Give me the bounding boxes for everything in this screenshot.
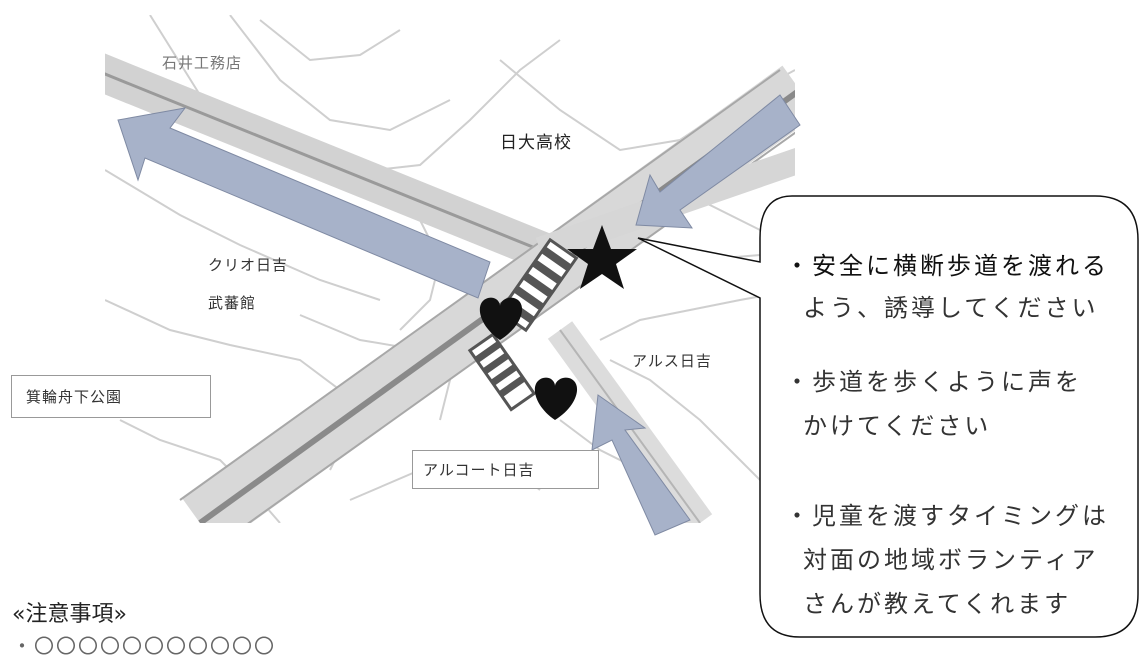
label-arukoto-hiyoshi: アルコート日吉 xyxy=(412,450,599,489)
callout-balloon xyxy=(637,195,1139,638)
crosswalk-lower-icon xyxy=(467,332,537,412)
note-3-line-2: 対面の地域ボランティア xyxy=(803,546,1099,574)
road-northwest-edge xyxy=(105,72,561,260)
direction-arrows xyxy=(117,94,801,536)
label-minowa-park: 箕輪舟下公園 xyxy=(11,375,211,418)
arrow-southwest-icon xyxy=(635,94,801,229)
arrow-northwest-icon xyxy=(117,107,491,299)
heart-icon xyxy=(534,377,578,420)
note-1-line-1: ・安全に横断歩道を渡れる xyxy=(785,252,1109,280)
note-3-line-3: さんが教えてくれます xyxy=(803,590,1072,618)
star-icon xyxy=(567,225,637,289)
heart-icon xyxy=(479,297,523,340)
notes-heading: «注意事項» xyxy=(12,602,127,627)
note-3-line-1: ・児童を渡すタイミングは xyxy=(785,502,1109,530)
notes-first-item: ・〇〇〇〇〇〇〇〇〇〇〇 xyxy=(12,634,276,658)
label-arusu-hiyoshi: アルス日吉 xyxy=(632,352,712,370)
arrow-north-icon xyxy=(591,394,691,536)
note-1-line-2: よう、誘導してください xyxy=(803,294,1099,322)
label-ishii-koumuten: 石井工務店 xyxy=(162,54,243,72)
note-2-line-1: ・歩道を歩くように声を xyxy=(785,368,1082,396)
street-map xyxy=(105,15,1139,638)
label-nichidai-koukou: 日大高校 xyxy=(500,133,572,153)
label-clio-hiyoshi: クリオ日吉 xyxy=(208,256,289,274)
note-2-line-2: かけてください xyxy=(803,412,992,440)
label-butokukan: 武蕃館 xyxy=(208,294,257,312)
